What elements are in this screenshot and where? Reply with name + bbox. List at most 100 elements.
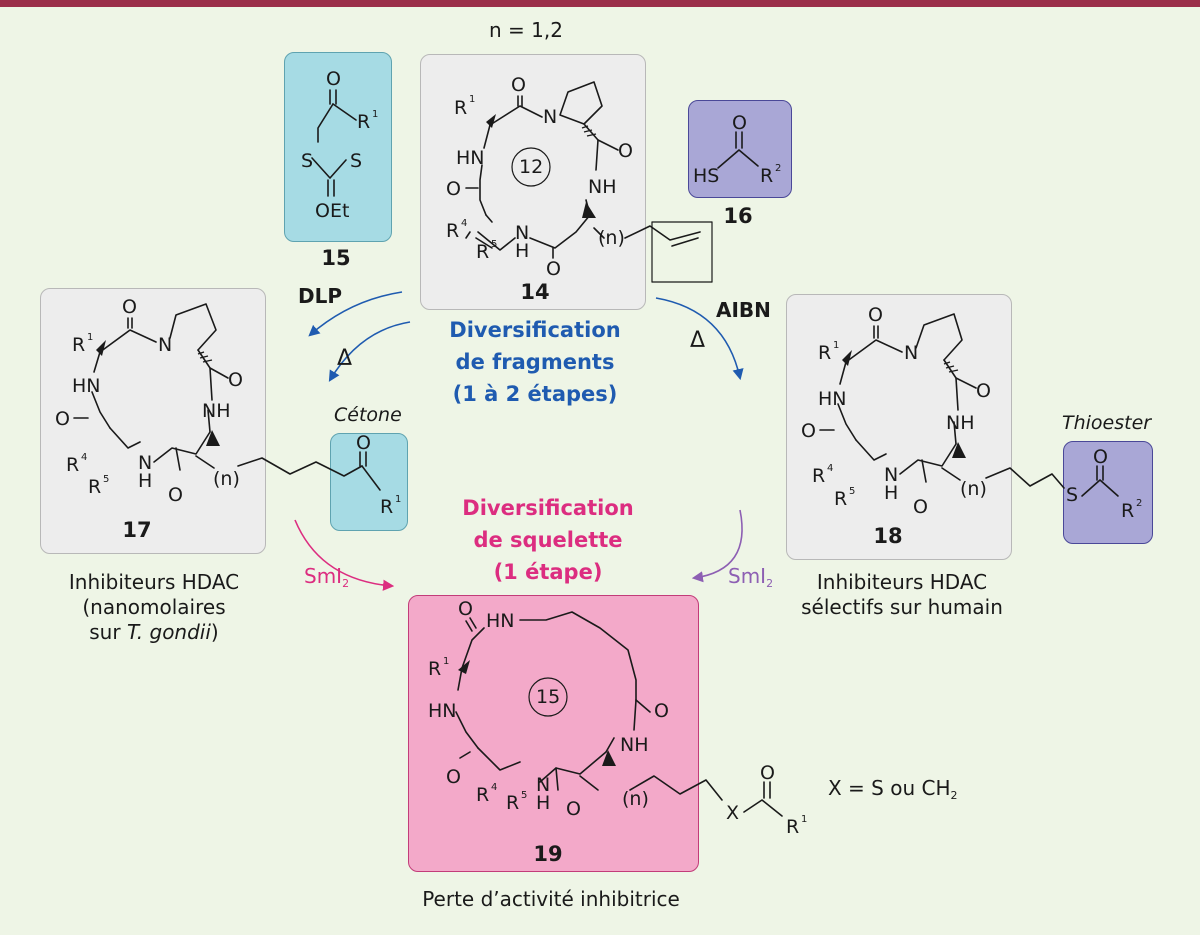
box-ketone-group	[330, 433, 408, 531]
atom-label: HN	[456, 147, 485, 169]
atom-superscript: 1	[801, 814, 808, 825]
atom-label: R	[428, 658, 442, 680]
atom-label: O	[326, 68, 341, 90]
atom-label: HS	[693, 165, 720, 187]
compound-number-16: 16	[723, 204, 753, 228]
structure-18	[819, 313, 1119, 497]
atom-superscript: 2	[1136, 498, 1143, 509]
wedge-19-r1	[458, 660, 470, 674]
wedge-18-r1	[842, 350, 852, 366]
atom-label: OEt	[315, 200, 350, 222]
atom-label: O	[618, 140, 633, 162]
compound-number-19: 19	[533, 842, 563, 866]
heat-symbol-right: Δ	[690, 328, 706, 353]
atom-superscript: 4	[491, 782, 498, 793]
atom-label: NH	[588, 176, 617, 198]
atom-label: O	[913, 496, 928, 518]
atom-label: NH	[202, 400, 231, 422]
n-note: n = 1,2	[489, 18, 563, 42]
atom-label: R	[760, 165, 774, 187]
label-fragment-diversification-2: de fragments	[455, 350, 615, 374]
box-compound-19	[408, 595, 699, 872]
atom-label: R	[818, 342, 832, 364]
atom-label: R	[66, 454, 80, 476]
atom-label: S	[301, 150, 314, 172]
atom-label: (n)	[622, 788, 649, 810]
x-definition: X = S ou CH2	[828, 776, 958, 802]
box-compound-18	[786, 294, 1012, 560]
atom-label: O	[511, 74, 526, 96]
atom-label: N	[543, 106, 558, 128]
compound-number-18: 18	[873, 524, 903, 548]
atom-label: R	[357, 111, 371, 133]
atom-label: N	[536, 774, 551, 796]
atom-label: R	[834, 488, 848, 510]
atom-label: O	[458, 598, 473, 620]
atom-label: R	[812, 465, 826, 487]
atom-label: O	[168, 484, 183, 506]
arrow-to-18	[655, 297, 744, 381]
label-skeleton-diversification-1: Diversification	[462, 496, 634, 520]
atom-label: O	[446, 178, 461, 200]
label-skeleton-diversification-3: (1 étape)	[493, 560, 603, 584]
atom-label: O	[228, 369, 243, 391]
reagent-aibn: AIBN	[716, 298, 771, 322]
atom-label: O	[801, 420, 816, 442]
box-compound-14	[420, 54, 646, 310]
atom-label: H	[515, 240, 530, 262]
atom-label: N	[884, 464, 899, 486]
atom-label: N	[158, 334, 173, 356]
reagent-smi2-right: SmI2	[728, 564, 774, 590]
wedge-19-side	[602, 750, 616, 766]
atom-superscript: 1	[372, 109, 379, 120]
atom-label: O	[122, 296, 137, 318]
atom-label: O	[55, 408, 70, 430]
structure-19	[455, 611, 783, 817]
compound-number-15: 15	[321, 246, 351, 270]
atom-label: NH	[946, 412, 975, 434]
atom-superscript: 1	[87, 332, 94, 343]
atom-label: R	[1121, 500, 1135, 522]
compound-number-17: 17	[122, 518, 152, 542]
ring-size-19: 15	[536, 686, 561, 708]
arrow-18-to-19	[691, 509, 743, 583]
atom-label: O	[760, 762, 775, 784]
ketone-group-label: Cétone	[334, 404, 402, 426]
structure-17	[73, 303, 381, 491]
label-fragment-diversification-1: Diversification	[449, 318, 621, 342]
atom-label: O	[654, 700, 669, 722]
atom-superscript: 1	[443, 656, 450, 667]
atom-superscript: 5	[491, 239, 498, 250]
atom-label: O	[566, 798, 581, 820]
atom-label: S	[350, 150, 363, 172]
reagent-smi2-left: SmI2	[304, 564, 350, 590]
atom-label: O	[868, 304, 883, 326]
atom-label: X	[726, 802, 740, 824]
atom-label: HN	[486, 610, 515, 632]
atom-label: O	[446, 766, 461, 788]
atom-label: (n)	[598, 227, 625, 249]
atom-superscript: 1	[395, 494, 402, 505]
arrow-to-17-a	[308, 291, 403, 337]
heat-symbol-left: Δ	[337, 346, 353, 371]
atom-label: O	[732, 112, 747, 134]
atom-label: R	[786, 816, 800, 838]
atom-label: N	[904, 342, 919, 364]
atom-superscript: 5	[521, 790, 528, 801]
ring-size-14: 12	[519, 156, 544, 178]
wedge-17-side	[206, 430, 220, 446]
atom-label: R	[380, 496, 394, 518]
atom-superscript: 4	[81, 452, 88, 463]
atom-superscript: 1	[833, 340, 840, 351]
label-fragment-diversification-3: (1 à 2 étapes)	[452, 382, 618, 406]
atom-label: R	[476, 784, 490, 806]
atom-superscript: 4	[461, 218, 468, 229]
wedge-17-r1	[96, 340, 106, 356]
atom-label: R	[72, 334, 86, 356]
atom-label: R	[506, 792, 520, 814]
wedge-14-side	[582, 202, 596, 218]
atom-label: R	[88, 476, 102, 498]
atom-label: H	[884, 482, 899, 504]
